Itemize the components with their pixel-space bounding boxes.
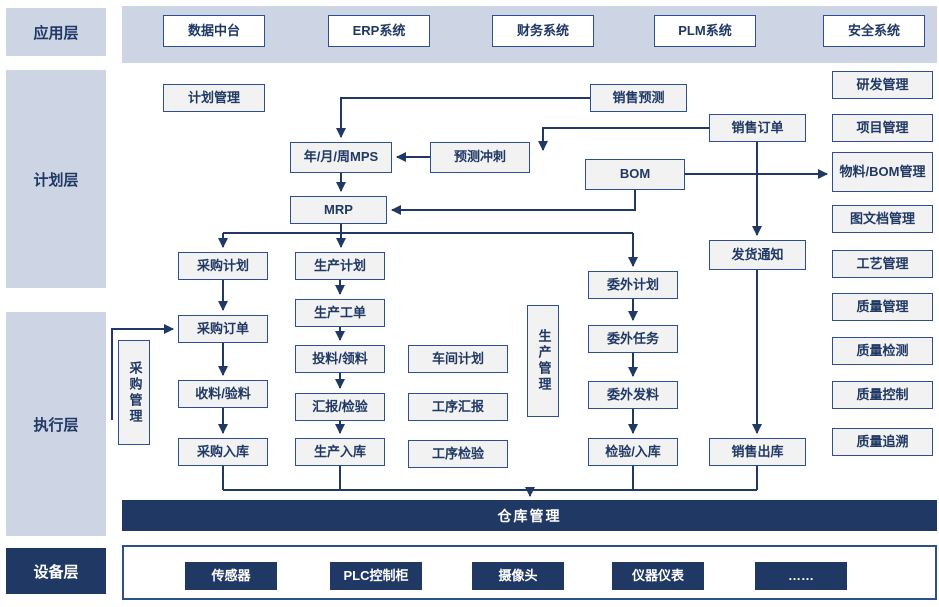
warehouse-management-bar: 仓库管理 [122, 500, 937, 531]
node-process-inspect: 工序检验 [408, 440, 508, 468]
node-finance-system: 财务系统 [492, 15, 594, 47]
arrow-order-to-check [538, 127, 709, 151]
node-bom: BOM [585, 159, 685, 190]
node-process-management: 工艺管理 [832, 250, 933, 278]
node-camera: 摄像头 [472, 562, 564, 590]
node-purchase-plan: 采购计划 [178, 252, 268, 280]
node-data-platform: 数据中台 [163, 15, 265, 47]
arrow-bom-to-mrp [391, 190, 636, 215]
node-material-issue: 投料/领料 [295, 345, 385, 373]
node-material-bom-management: 物料/BOM管理 [832, 152, 933, 192]
arrow-forecast-to-mps [336, 97, 590, 138]
node-forecast-check: 预测冲刺 [430, 142, 530, 173]
node-document-management: 图文档管理 [832, 205, 933, 233]
node-erp-system: ERP系统 [328, 15, 430, 47]
node-process-report: 工序汇报 [408, 393, 508, 421]
layer-label-device: 设备层 [6, 548, 106, 594]
node-more-devices: …… [755, 562, 847, 590]
node-plc-cabinet: PLC控制柜 [330, 562, 422, 590]
node-production-plan: 生产计划 [295, 252, 385, 280]
node-plm-system: PLM系统 [654, 15, 756, 47]
node-inspect-in: 检验/入库 [588, 438, 678, 466]
node-sales-forecast: 销售预测 [590, 84, 687, 112]
node-sales-out: 销售出库 [709, 438, 806, 466]
node-outsource-issue: 委外发料 [588, 381, 678, 409]
node-workshop-plan: 车间计划 [408, 345, 508, 373]
node-instrument: 仪器仪表 [612, 562, 704, 590]
node-production-order: 生产工单 [295, 299, 385, 327]
node-production-management: 生产管理 [527, 305, 559, 417]
node-sales-order: 销售订单 [709, 114, 806, 142]
node-purchase-in: 采购入库 [178, 438, 268, 466]
node-delivery-notice: 发货通知 [709, 240, 806, 270]
layer-label-execution: 执行层 [6, 312, 106, 536]
node-quality-control: 质量控制 [832, 381, 933, 409]
node-mrp: MRP [290, 196, 387, 224]
node-quality-management: 质量管理 [832, 293, 933, 321]
node-outsource-plan: 委外计划 [588, 271, 678, 299]
node-project-management: 项目管理 [832, 114, 933, 142]
node-quality-inspection: 质量检测 [832, 337, 933, 365]
node-security-system: 安全系统 [823, 15, 925, 47]
node-mps: 年/月/周MPS [290, 142, 392, 173]
node-receive-inspect: 收料/验料 [178, 380, 268, 408]
node-plan-management: 计划管理 [163, 84, 265, 112]
node-purchase-management: 采购管理 [118, 340, 150, 445]
node-rd-management: 研发管理 [832, 71, 933, 99]
node-production-in: 生产入库 [295, 438, 385, 466]
node-report-inspect: 汇报/检验 [295, 393, 385, 421]
node-quality-trace: 质量追溯 [832, 428, 933, 456]
node-sensor: 传感器 [185, 562, 277, 590]
node-purchase-order: 采购订单 [178, 315, 268, 343]
layer-label-planning: 计划层 [6, 70, 106, 288]
node-outsource-task: 委外任务 [588, 325, 678, 353]
layer-label-application: 应用层 [6, 8, 106, 56]
